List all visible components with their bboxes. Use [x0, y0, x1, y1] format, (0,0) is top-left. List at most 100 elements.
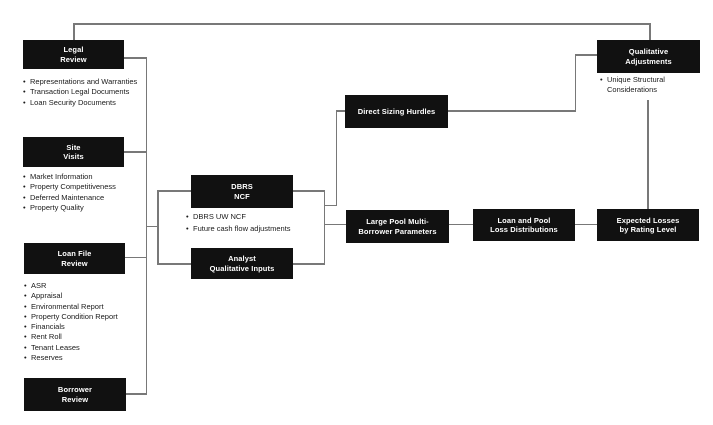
node-site-visits-label: Site Visits	[63, 142, 84, 162]
bullet-icon: •	[24, 301, 27, 311]
node-loan-pool-loss-distributions: Loan and Pool Loss Distributions	[473, 209, 575, 241]
node-large-pool-parameters: Large Pool Multi- Borrower Parameters	[346, 210, 449, 243]
connector-borrower-stub	[126, 393, 147, 395]
node-expected-losses-label: Expected Losses by Rating Level	[616, 215, 680, 235]
connector-direct-in	[335, 110, 346, 112]
connector-site-stub	[124, 151, 147, 153]
connector-qualadj-to-expected	[647, 100, 649, 210]
bullet-item: • Financials	[24, 322, 152, 332]
node-dbrs-ncf-label: DBRS NCF	[231, 182, 253, 201]
bullet-item: • Tenant Leases	[24, 343, 152, 353]
bullet-text: Property Competitiveness	[30, 182, 116, 192]
connector-direct-to-qual-horizontal	[448, 110, 576, 112]
bullet-item: •Rent Roll	[24, 332, 152, 342]
connector-loanpool-to-expected	[575, 223, 598, 225]
connector-mid-bus	[157, 190, 159, 265]
connector-analyst-right-stub	[293, 263, 325, 265]
connector-dbrs-right-stub	[293, 190, 325, 192]
node-large-pool-parameters-label: Large Pool Multi- Borrower Parameters	[358, 217, 437, 236]
bullet-text: DBRS UW NCF	[193, 212, 246, 221]
bullet-icon: •	[23, 172, 26, 181]
bullet-text: Property Condition Report	[31, 311, 118, 321]
node-loan-file-review-label: Loan File Review	[57, 249, 92, 268]
node-expected-losses: Expected Losses by Rating Level	[597, 209, 699, 241]
bullet-item: • Unique Structural Considerations	[600, 75, 696, 95]
bullet-text: Transaction Legal Documents	[30, 87, 130, 97]
node-direct-sizing-hurdles-label: Direct Sizing Hurdles	[357, 106, 436, 116]
bullet-text: Market Information	[30, 172, 93, 181]
bullet-icon: •	[24, 353, 27, 363]
connector-largepool-to-loanpool	[449, 223, 474, 225]
connector-dbrs-left-stub	[157, 190, 192, 192]
connector-right-bus	[323, 190, 325, 265]
node-legal-review: Legal Review	[23, 40, 124, 69]
node-legal-review-label: Legal Review	[60, 45, 87, 64]
connector-direct-branch	[323, 204, 337, 206]
bullet-item: • Reserves	[24, 353, 152, 363]
connector-qualadj-top-vertical	[649, 23, 651, 40]
node-loan-pool-loss-distributions-label: Loan and Pool Loss Distributions	[490, 215, 558, 235]
bullet-text: Reserves	[31, 353, 63, 363]
connector-top-horizontal	[73, 23, 651, 25]
bullet-icon: •	[600, 75, 603, 84]
node-analyst-qualitative-inputs: Analyst Qualitative Inputs	[191, 248, 293, 279]
bullet-icon: •	[23, 182, 26, 192]
bullet-text: Tenant Leases	[31, 342, 80, 352]
connector-direct-vertical	[335, 110, 337, 206]
bullet-text: Representations and Warranties	[30, 77, 138, 86]
bullet-text: Financials	[31, 322, 65, 332]
dbrs-ncf-bullets: • DBRS UW NCF • Future cash flow adjustment…	[186, 211, 311, 234]
bullet-item: • Property Quality	[23, 203, 151, 213]
node-qualitative-adjustments: Qualitative Adjustments	[597, 40, 700, 73]
bullet-item: • Representations and Warranties	[23, 77, 151, 87]
qualitative-adjustments-bullets: • Unique Structural Considerations	[600, 75, 696, 95]
bullet-text: Rent Roll	[31, 332, 62, 342]
bullet-text: Future cash flow adjustments	[193, 223, 291, 233]
node-loan-file-review: Loan File Review	[24, 243, 125, 274]
bullet-icon: •	[24, 281, 27, 290]
legal-review-bullets: • Representations and Warranties • Transact…	[23, 77, 151, 108]
bullet-icon: •	[23, 87, 26, 97]
bullet-icon: •	[24, 342, 27, 352]
bullet-item: • Future cash flow adjustments	[186, 223, 311, 235]
site-visits-bullets: • Market Information • Property Competitive…	[23, 172, 151, 213]
bullet-icon: •	[23, 97, 26, 107]
bullet-icon: •	[186, 212, 189, 221]
node-qualitative-adjustments-label: Qualitative Adjustments	[625, 47, 672, 66]
bullet-text: Deferred Maintenance	[30, 192, 105, 202]
bullet-text: Environmental Report	[31, 301, 104, 311]
bullet-icon: •	[23, 77, 26, 86]
bullet-icon: •	[24, 291, 27, 301]
bullet-item: • Loan Security Documents	[23, 98, 151, 108]
node-site-visits: Site Visits	[23, 137, 124, 167]
bullet-item: • ASR	[24, 281, 152, 291]
bullet-icon: •	[23, 192, 26, 202]
connector-analyst-left-stub	[157, 263, 192, 265]
node-dbrs-ncf: DBRS NCF	[191, 175, 293, 208]
connector-direct-to-qual-vertical	[574, 54, 576, 112]
connector-loanfile-stub	[125, 256, 147, 258]
bullet-item: •Property Condition Report	[24, 312, 152, 322]
bullet-text: ASR	[31, 281, 47, 290]
node-analyst-qualitative-inputs-label: Analyst Qualitative Inputs	[209, 254, 275, 273]
node-direct-sizing-hurdles: Direct Sizing Hurdles	[345, 95, 448, 128]
bullet-icon: •	[186, 223, 189, 233]
connector-legal-stub	[124, 57, 147, 59]
loan-file-review-bullets: •ASR•Appraisal•Environmental Report•Prop…	[24, 281, 152, 363]
bullet-text: Unique Structural Considerations	[607, 75, 665, 94]
bullet-item: • Transaction Legal Documents	[23, 87, 151, 97]
bullet-text: Property Quality	[30, 202, 84, 212]
bullet-item: • DBRS UW NCF	[186, 211, 311, 223]
bullet-text: Appraisal	[31, 291, 63, 301]
bullet-text: Loan Security Documents	[30, 97, 116, 107]
bullet-icon: •	[24, 322, 27, 332]
bullet-icon: •	[23, 202, 26, 212]
connector-qualadj-in	[574, 54, 598, 56]
bullet-item: • Deferred Maintenance	[23, 193, 151, 203]
node-borrower-review: Borrower Review	[24, 378, 126, 411]
bullet-item: • Environmental Report	[24, 302, 152, 312]
connector-bus-link	[145, 225, 159, 227]
bullet-item: • Market Information	[23, 172, 151, 182]
bullet-item: • Appraisal	[24, 291, 152, 301]
